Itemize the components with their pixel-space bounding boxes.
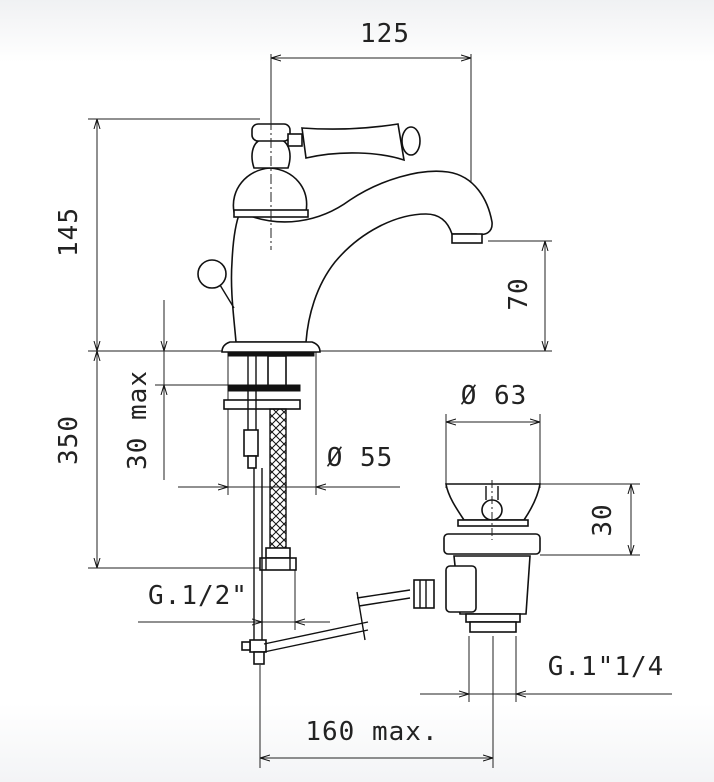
hose-braid [269,408,287,550]
faucet-body [197,120,493,353]
dim-label-125: 125 [360,19,410,49]
hose-nut [259,557,297,571]
dim-waste-height: 30 [540,483,640,556]
dim-label-d55: Ø 55 [327,443,394,473]
rod-clamp-screw [241,641,251,651]
rod-link-upper [263,621,369,645]
dim-waste-diameter: Ø 63 [445,381,541,488]
lever-end-knob [401,126,421,156]
waste-tail [469,621,517,633]
body-base [221,341,321,353]
lever-handle [301,123,406,162]
rod-clamp [249,639,267,653]
dim-waste-thread: G.1"1/4 [420,636,672,702]
dim-label-145: 145 [54,207,84,257]
dim-deck-thickness: 30 max [123,300,228,480]
rod-connector [243,429,259,457]
fixing-stud [267,355,287,387]
body-dome [232,167,308,213]
dim-inlet-thread: G.1/2" [138,570,330,630]
dim-height-total: 145 [54,118,260,352]
waste-tail-top [465,613,521,623]
dim-width-top: 125 [270,19,472,250]
dim-spout-height: 70 [318,240,552,352]
rod-clip [247,455,257,469]
waste-lever-nut [413,579,435,609]
dim-label-160max: 160 max. [305,717,438,747]
dim-label-30: 30 [588,503,618,536]
dim-hole-diameter: Ø 55 [178,351,400,495]
underdeck-fixing [223,351,315,469]
lever-joint [287,133,303,147]
waste-seal [457,519,529,527]
rod-end [253,651,265,665]
flexible-hose [259,408,297,571]
fixing-washer [227,384,301,392]
dim-label-d63: Ø 63 [461,381,528,411]
dim-label-30max: 30 max [123,370,153,470]
rod-link-end [356,591,366,641]
hose-nut-top [265,547,291,559]
waste-lever-arm-top [356,589,411,599]
aerator [451,233,483,244]
dim-below-deck: 350 [54,351,262,569]
dim-rod-length: 160 max. [259,636,494,768]
popup-waste [413,480,541,633]
waste-lever-housing [445,565,477,613]
dim-label-70: 70 [504,277,534,310]
fixing-plate [223,399,301,410]
popup-rod [241,468,411,665]
popup-knob [197,259,227,289]
waste-lever-arm-bottom [358,597,411,607]
popup-stem [219,284,235,309]
dim-label-g114: G.1"1/4 [548,652,665,682]
dim-label-350: 350 [54,415,84,465]
dim-label-g12: G.1/2" [148,581,248,611]
waste-nut [443,533,541,555]
rod-link-lower [263,629,369,653]
